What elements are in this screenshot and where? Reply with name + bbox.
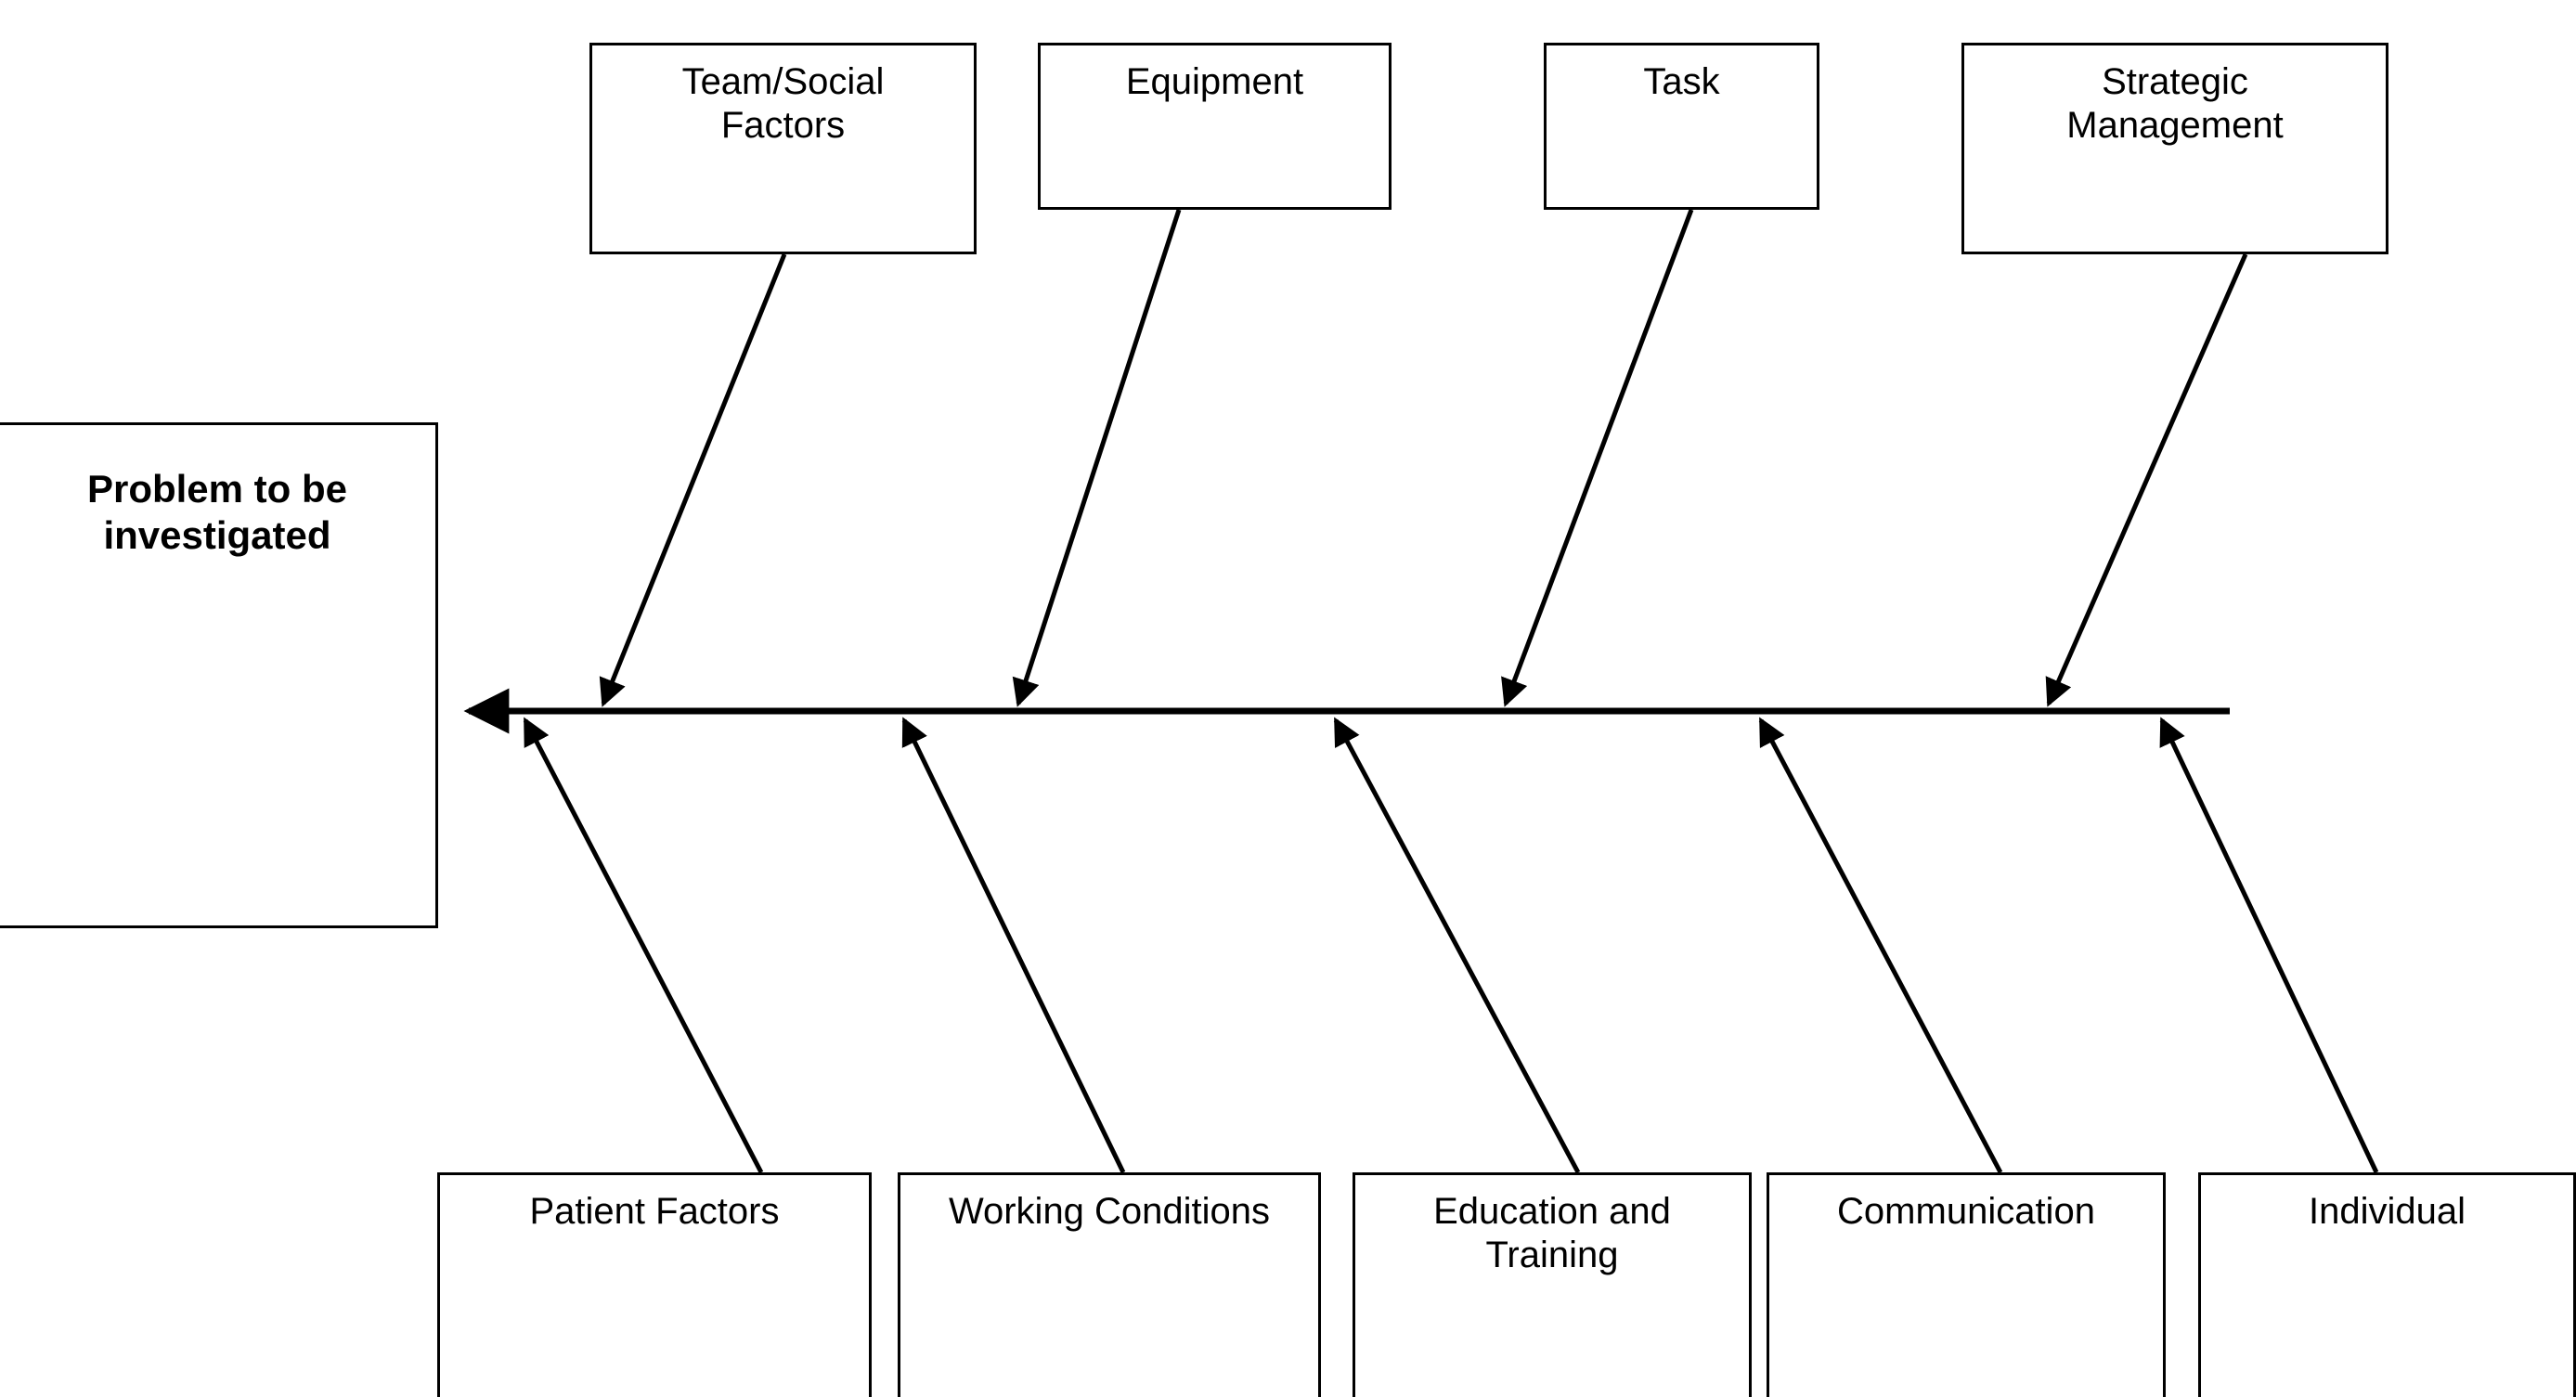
category-box-equipment[interactable]: Equipment bbox=[1038, 43, 1392, 210]
category-box-team-social-factors[interactable]: Team/Social Factors bbox=[589, 43, 977, 254]
category-label-education-and-training: Education and Training bbox=[1433, 1191, 1671, 1276]
bone-individual bbox=[2159, 717, 2379, 1174]
bone-education-and-training bbox=[1333, 717, 1581, 1174]
bone-strategic-management bbox=[2045, 252, 2248, 707]
bone-equipment bbox=[1012, 209, 1182, 707]
category-box-patient-factors[interactable]: Patient Factors bbox=[437, 1172, 872, 1397]
category-label-team-social-factors: Team/Social Factors bbox=[681, 61, 885, 147]
bone-team-social-factors bbox=[599, 253, 787, 707]
category-box-education-and-training[interactable]: Education and Training bbox=[1353, 1172, 1752, 1397]
bone-working-conditions bbox=[901, 717, 1126, 1174]
bone-communication bbox=[1758, 717, 2003, 1174]
problem-box[interactable]: Problem to be investigated bbox=[0, 422, 438, 928]
category-label-strategic-management: Strategic Management bbox=[2066, 61, 2284, 147]
category-label-task: Task bbox=[1643, 61, 1720, 102]
category-label-communication: Communication bbox=[1837, 1191, 2095, 1232]
category-box-working-conditions[interactable]: Working Conditions bbox=[898, 1172, 1321, 1397]
category-box-communication[interactable]: Communication bbox=[1767, 1172, 2166, 1397]
category-box-task[interactable]: Task bbox=[1544, 43, 1819, 210]
category-label-patient-factors: Patient Factors bbox=[529, 1191, 780, 1232]
bone-patient-factors bbox=[523, 717, 764, 1174]
category-box-individual[interactable]: Individual bbox=[2198, 1172, 2576, 1397]
category-label-equipment: Equipment bbox=[1125, 61, 1304, 102]
problem-label: Problem to be investigated bbox=[86, 467, 348, 558]
category-label-working-conditions: Working Conditions bbox=[948, 1191, 1271, 1232]
category-box-strategic-management[interactable]: Strategic Management bbox=[1961, 43, 2388, 254]
bone-task bbox=[1501, 209, 1694, 707]
category-label-individual: Individual bbox=[2308, 1191, 2466, 1232]
